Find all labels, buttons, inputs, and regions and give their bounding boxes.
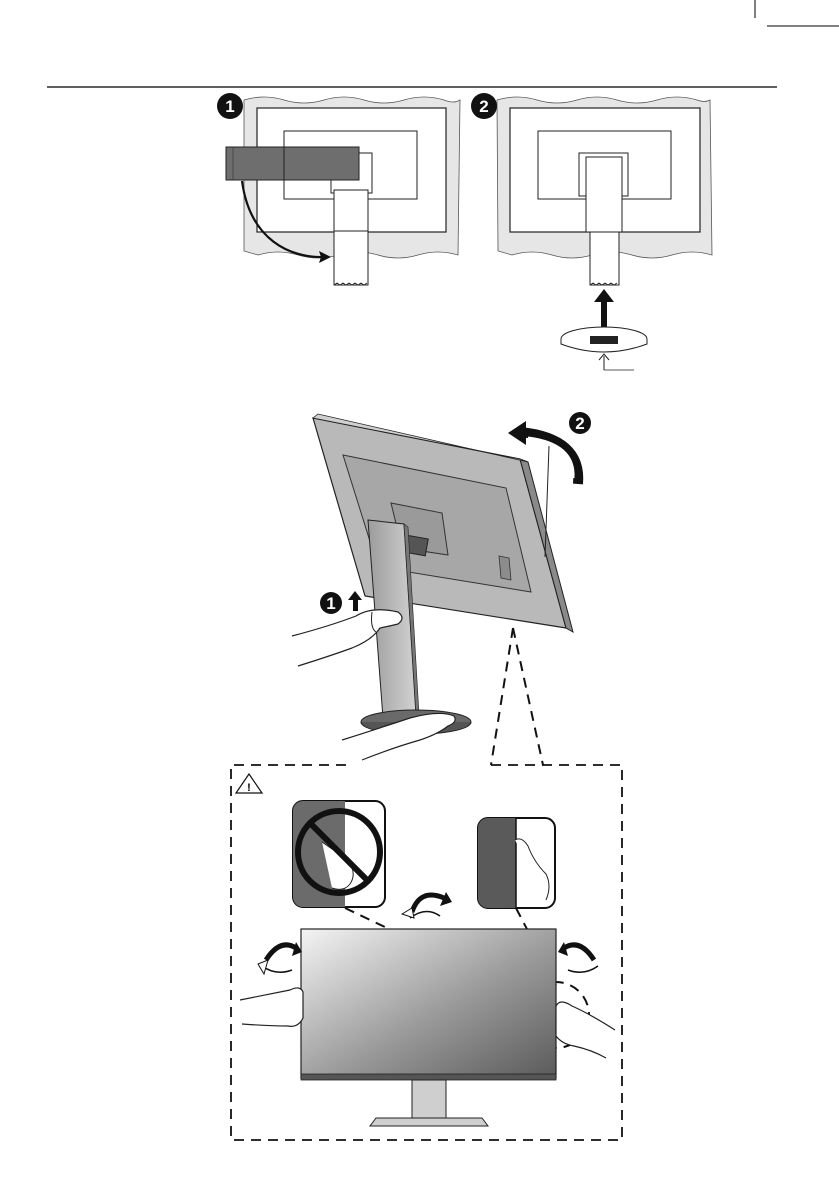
rotate-step-2-number: 2 bbox=[575, 414, 584, 433]
rotate-step-2-badge: 2 bbox=[569, 412, 591, 434]
rotate-arrow-icon bbox=[558, 942, 598, 972]
rotate-step-1-number: 1 bbox=[326, 594, 335, 613]
callout-lines bbox=[491, 628, 543, 765]
warning-mark: ! bbox=[247, 782, 251, 794]
step-2-panel: 2 bbox=[471, 93, 712, 370]
rotate-arrow-icon bbox=[402, 892, 452, 918]
hand-right bbox=[556, 1002, 615, 1058]
correct-grip-detail bbox=[478, 818, 555, 908]
warning-detail-box: ! bbox=[231, 765, 622, 1140]
front-monitor bbox=[301, 929, 556, 1126]
rotate-monitor-figure: 1 2 bbox=[292, 412, 591, 760]
step-2-number: 2 bbox=[479, 97, 488, 116]
stand-base bbox=[561, 327, 647, 352]
lift-up-arrow-icon bbox=[348, 591, 362, 611]
warning-triangle-icon: ! bbox=[236, 774, 262, 794]
step-1-number: 1 bbox=[225, 97, 234, 116]
incorrect-grip-detail bbox=[293, 801, 385, 907]
stand-neck-cover bbox=[226, 147, 359, 180]
hand-left bbox=[240, 988, 303, 1026]
rotate-step-1-badge: 1 bbox=[320, 592, 342, 614]
step-1-panel: 1 bbox=[217, 93, 460, 285]
rotate-arrow-icon bbox=[258, 942, 302, 974]
step-2-badge: 2 bbox=[471, 93, 497, 119]
step-1-badge: 1 bbox=[217, 93, 243, 119]
crop-mark bbox=[755, 0, 839, 26]
